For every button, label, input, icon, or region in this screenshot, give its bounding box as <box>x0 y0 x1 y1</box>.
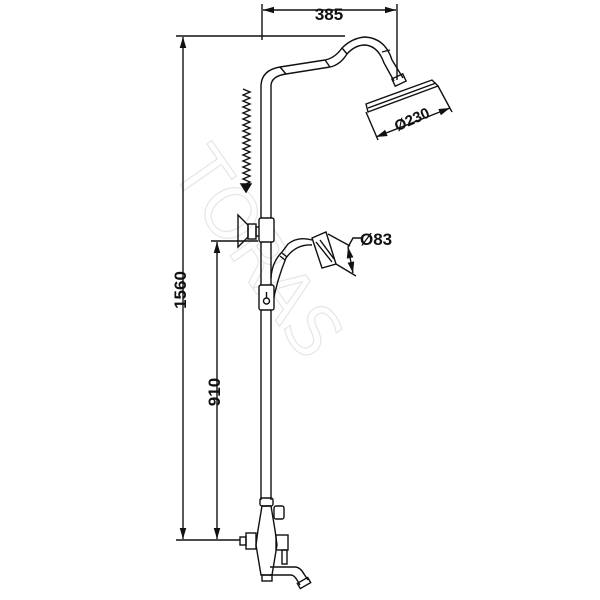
overhead-shower-head <box>365 72 440 113</box>
label-hand-shower-diameter: Ø83 <box>360 230 392 249</box>
label-head-diameter: Ø230 <box>392 105 432 135</box>
hand-shower <box>311 231 337 269</box>
spout <box>270 566 312 590</box>
hand-shower-holder <box>258 284 275 311</box>
dimension-hand-shower-diameter <box>327 233 362 277</box>
hand-shower-hose <box>270 237 313 303</box>
bath-mixer <box>239 497 289 582</box>
watermark: TORAS <box>155 131 359 373</box>
watermark-text: TORAS <box>156 132 359 373</box>
dimension-mixer-height <box>176 240 258 541</box>
label-mixer-height: 910 <box>205 378 224 406</box>
label-total-height: 1560 <box>171 271 190 309</box>
sliding-bracket <box>258 217 275 243</box>
curved-arm <box>260 36 404 86</box>
label-reach: 385 <box>315 5 343 24</box>
height-adjust-arrow <box>239 88 253 194</box>
dimension-head-diameter <box>365 85 453 141</box>
dimension-total-height <box>176 35 345 539</box>
